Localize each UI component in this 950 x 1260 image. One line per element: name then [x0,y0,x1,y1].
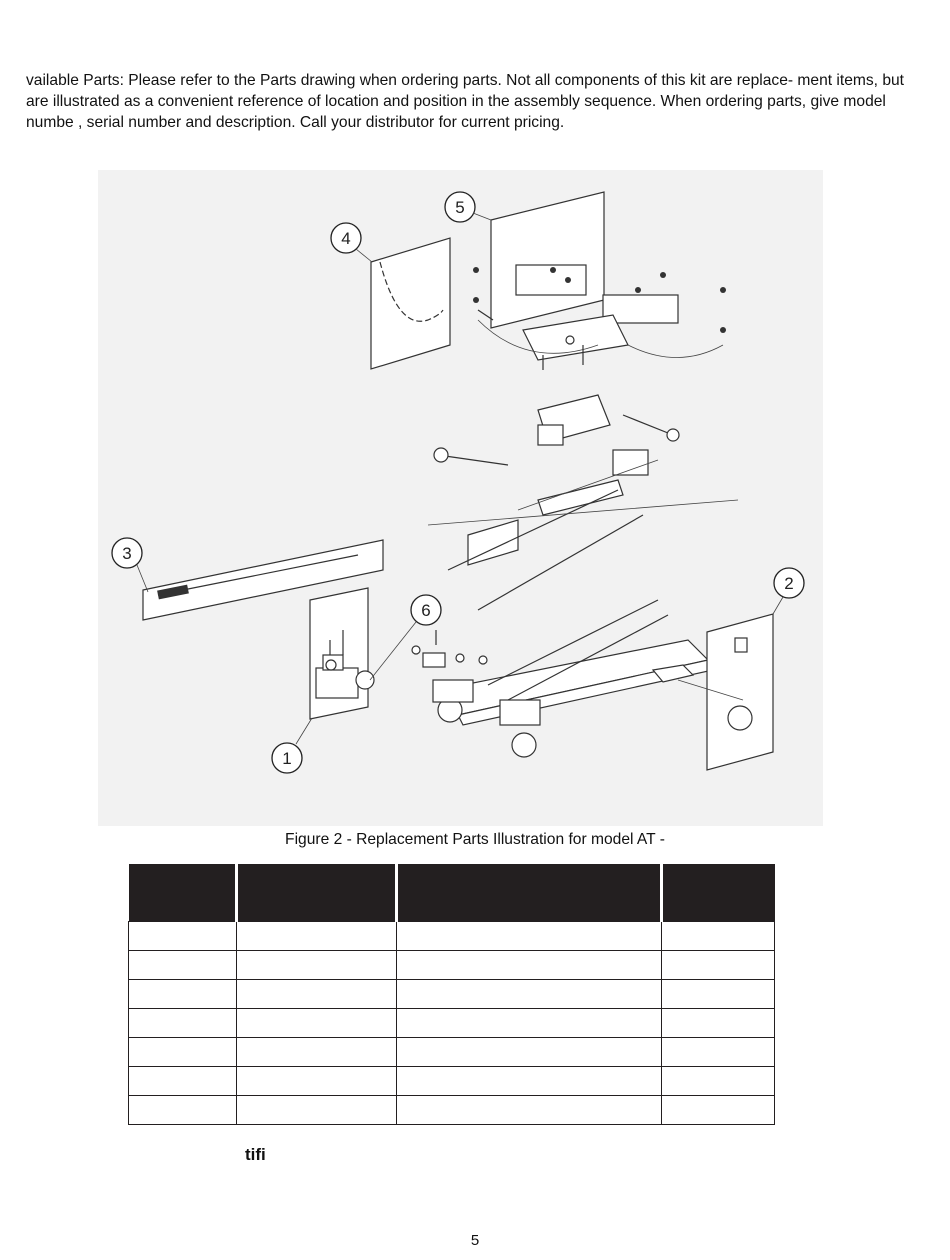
header-cell [396,864,663,922]
table-cell [235,1066,397,1096]
callout-6: 6 [410,594,442,626]
parts-illustration: 1 2 3 4 5 6 [98,170,823,826]
table-cell [235,1037,397,1067]
table-cell [395,950,662,980]
pump-panel [309,587,375,720]
callout-4: 4 [330,222,362,254]
callout-1: 1 [271,742,303,774]
caster-panel [651,613,774,771]
table-cell [128,979,237,1009]
handle-panel [142,539,384,621]
table-cell [660,950,775,980]
table-row [128,979,775,1009]
table-cell [128,1066,237,1096]
svg-text:5: 5 [455,198,464,217]
lift-arms [427,459,739,611]
svg-text:6: 6 [421,601,430,620]
table-cell [395,1066,662,1096]
header-cell [236,864,398,922]
table-cell [235,921,397,951]
figure-caption: Figure 2 - Replacement Parts Illustratio… [285,831,665,848]
parts-table [128,864,775,1125]
table-cell [128,1095,237,1125]
table-row [128,1066,775,1096]
page-number: 5 [470,1232,480,1249]
table-cell [395,1095,662,1125]
callout-numbers: 1 2 3 4 5 6 [111,191,805,774]
table-row [128,950,775,980]
table-cell [128,1008,237,1038]
intro-paragraph: vailable Parts: Please refer to the Part… [26,72,905,131]
table-cell [235,979,397,1009]
parts-table-header [128,864,775,922]
lift-head-assembly [433,394,680,476]
table-cell [660,1008,775,1038]
table-cell [660,1095,775,1125]
table-row [128,1037,775,1067]
table-cell [660,979,775,1009]
table-row [128,1095,775,1125]
table-cell [235,1095,397,1125]
svg-text:4: 4 [341,229,350,248]
table-cell [128,950,237,980]
header-cell [128,864,238,922]
callout-3: 3 [111,537,143,569]
svg-text:1: 1 [282,749,291,768]
footnote-fragment: tifi [245,1145,266,1164]
saddle-assembly-panel [473,191,726,370]
table-cell [660,1066,775,1096]
chain-panel [370,237,451,370]
table-cell [128,1037,237,1067]
svg-text:2: 2 [784,574,793,593]
callout-5: 5 [444,191,476,223]
header-cell [661,864,775,922]
table-cell [395,979,662,1009]
cylinder-connector [411,630,488,668]
table-cell [235,1008,397,1038]
table-cell [395,921,662,951]
table-cell [395,1037,662,1067]
table-cell [235,950,397,980]
table-cell [395,1008,662,1038]
callout-2: 2 [773,567,805,599]
svg-text:3: 3 [122,544,131,563]
table-cell [128,921,237,951]
exploded-view-drawing: 1 2 3 4 5 6 [111,191,805,774]
table-cell [660,921,775,951]
table-row [128,921,775,951]
table-cell [660,1037,775,1067]
table-row [128,1008,775,1038]
